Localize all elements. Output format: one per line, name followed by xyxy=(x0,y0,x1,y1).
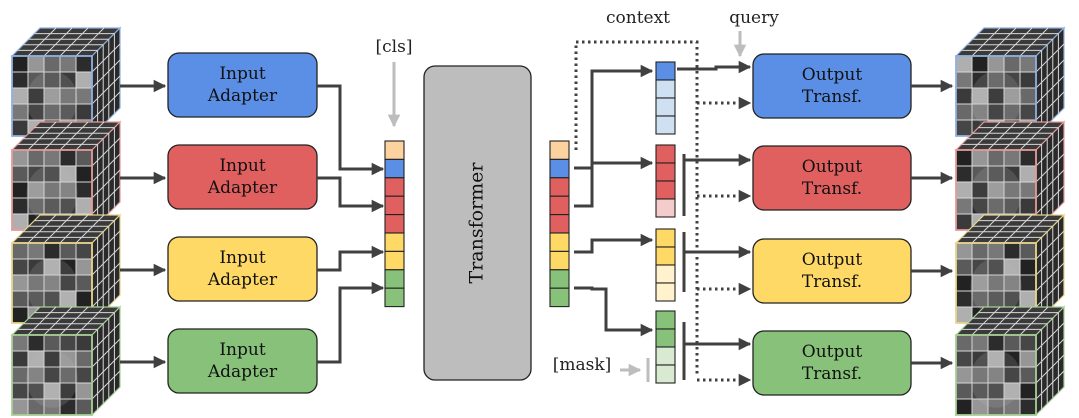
input-token xyxy=(384,158,405,179)
output-transf-2-line2: Transf. xyxy=(802,179,862,199)
output-cube-4 xyxy=(954,305,1066,417)
adapter-to-token-arrows xyxy=(317,84,385,364)
input-token xyxy=(384,250,405,271)
red-token xyxy=(655,180,676,200)
red-token xyxy=(655,198,676,218)
output-token xyxy=(549,195,570,216)
output-transf-1: Output Transf. xyxy=(752,53,912,119)
output-transf-4-line1: Output xyxy=(802,342,863,362)
output-transf-3: Output Transf. xyxy=(752,238,912,304)
output-token-column xyxy=(549,140,570,308)
context-label: context xyxy=(606,8,670,28)
cube-to-adapter-arrows xyxy=(120,79,167,369)
blue-token xyxy=(655,79,676,99)
output-transf-4-line2: Transf. xyxy=(802,364,862,384)
output-image-cubes xyxy=(954,26,1066,417)
input-adapter-2-line2: Adapter xyxy=(207,178,278,198)
input-adapter-3: Input Adapter xyxy=(167,236,318,302)
input-adapter-4-line1: Input xyxy=(219,340,265,360)
green-token xyxy=(655,328,676,348)
output-transf-3-line1: Output xyxy=(802,250,863,270)
yellow-token xyxy=(655,228,676,248)
input-adapter-2-line1: Input xyxy=(219,156,265,176)
dispatch-arrows xyxy=(574,64,654,337)
transformer-block: Transformer xyxy=(423,65,532,381)
output-token xyxy=(549,269,570,289)
blue-token xyxy=(655,97,676,117)
transformer-label: Transformer xyxy=(466,162,488,284)
output-token xyxy=(549,232,570,252)
green-token xyxy=(655,310,676,330)
input-token xyxy=(384,214,405,234)
input-token xyxy=(384,140,405,160)
blue-token xyxy=(655,115,676,135)
query-label: query xyxy=(729,8,779,28)
modality-token-columns xyxy=(655,61,676,384)
input-token xyxy=(384,177,405,197)
green-token xyxy=(655,346,676,366)
output-token xyxy=(549,287,570,308)
output-token xyxy=(549,214,570,234)
input-cube-2 xyxy=(10,120,122,232)
output-cube-2 xyxy=(954,120,1066,232)
context-dotted-arrows xyxy=(697,96,752,387)
output-token xyxy=(549,177,570,197)
input-adapter-2: Input Adapter xyxy=(167,144,318,210)
blue-token xyxy=(655,61,676,81)
output-to-cube-arrows xyxy=(911,79,954,370)
input-token xyxy=(384,232,405,252)
input-token xyxy=(384,287,405,308)
input-cube-4 xyxy=(10,305,122,417)
input-token-column xyxy=(384,140,405,308)
input-cube-1 xyxy=(10,26,122,138)
yellow-token xyxy=(655,282,676,302)
input-adapter-4: Input Adapter xyxy=(167,328,318,394)
output-transf-1-line1: Output xyxy=(802,65,863,85)
output-token xyxy=(549,158,570,179)
column-to-output-arrows xyxy=(677,60,752,351)
output-transf-1-line2: Transf. xyxy=(802,87,862,107)
input-token xyxy=(384,269,405,289)
yellow-token xyxy=(655,264,676,284)
red-token xyxy=(655,162,676,182)
input-adapter-3-line2: Adapter xyxy=(207,270,278,290)
output-transf-2-line1: Output xyxy=(802,157,863,177)
output-cube-1 xyxy=(954,26,1066,138)
green-token xyxy=(655,364,676,384)
output-token xyxy=(549,250,570,271)
input-adapter-4-line2: Adapter xyxy=(207,362,278,382)
red-token xyxy=(655,144,676,164)
output-transf-2: Output Transf. xyxy=(752,145,912,211)
input-adapter-1-line2: Adapter xyxy=(207,86,278,106)
output-transf-3-line2: Transf. xyxy=(802,272,862,292)
cls-label: [cls] xyxy=(376,37,413,57)
mask-label: [mask] xyxy=(553,355,612,375)
input-adapter-1: Input Adapter xyxy=(167,52,318,118)
output-token xyxy=(549,140,570,160)
input-image-cubes xyxy=(10,26,122,417)
yellow-token xyxy=(655,246,676,266)
context-dotted-bracket xyxy=(574,40,699,377)
input-token xyxy=(384,195,405,216)
output-transf-4: Output Transf. xyxy=(752,330,912,396)
input-adapter-3-line1: Input xyxy=(219,248,265,268)
input-adapter-1-line1: Input xyxy=(219,64,265,84)
